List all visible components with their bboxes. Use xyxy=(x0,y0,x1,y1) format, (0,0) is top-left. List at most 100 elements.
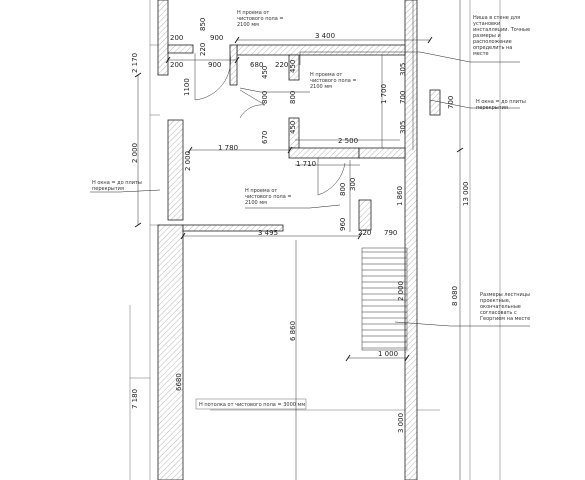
dim-3495: 3 495 xyxy=(258,229,278,237)
left-wall-upper xyxy=(157,0,169,76)
dim-790: 790 xyxy=(384,229,397,237)
wall-bathroom-stub xyxy=(288,54,300,81)
dim-1860: 1 860 xyxy=(396,186,404,206)
notes: Ниша в стене для установки инсталляции. … xyxy=(92,10,530,410)
wall-room-top xyxy=(182,224,284,232)
note-window-right: Н окна = до плиты перекрытия xyxy=(476,99,526,111)
note-door-low: Н проема от чистового пола = 2100 мм xyxy=(245,188,292,206)
dim-700-a: 700 xyxy=(399,91,407,104)
svg-text:Н проема от: Н проема от xyxy=(237,10,269,16)
left-wall-lower xyxy=(157,224,184,480)
dim-1710: 1 710 xyxy=(296,160,316,168)
dim-900-b: 900 xyxy=(208,61,221,69)
dim-220-a: 220 xyxy=(199,43,207,56)
wall-stair-top xyxy=(358,199,372,231)
wall-left-stub xyxy=(167,44,194,54)
svg-text:Н окна = до плиты: Н окна = до плиты xyxy=(476,99,526,105)
dim-1700: 1 700 xyxy=(380,84,388,104)
note-niche: Ниша в стене для установки инсталляции. … xyxy=(473,15,530,57)
svg-text:перекрытия: перекрытия xyxy=(92,186,124,192)
svg-text:чистового пола =: чистового пола = xyxy=(245,194,292,200)
dim-200-b: 200 xyxy=(170,61,183,69)
dim-1780: 1 780 xyxy=(218,144,238,152)
dim-13000: 13 000 xyxy=(462,182,470,207)
svg-text:инсталляции. Точные: инсталляции. Точные xyxy=(473,27,530,33)
door-swings xyxy=(194,52,346,196)
dim-1100: 1100 xyxy=(183,78,191,96)
dim-1000: 1 000 xyxy=(378,350,398,358)
dim-305-b: 305 xyxy=(399,121,407,134)
dim-670: 670 xyxy=(261,131,269,144)
dim-2000-stair: 2 000 xyxy=(397,281,405,301)
svg-text:Н окна = до плиты: Н окна = до плиты xyxy=(92,180,142,186)
note-stairs: Размеры лестницы проектные, окончательны… xyxy=(480,292,530,322)
extension-lines xyxy=(129,0,501,480)
dim-200-a: 200 xyxy=(170,34,183,42)
dim-2000-left: 2 000 xyxy=(131,143,139,163)
note-door-top: Н проема от чистового пола = 2100 мм xyxy=(237,10,284,28)
dim-220-c: 220 xyxy=(358,229,371,237)
svg-text:расположение: расположение xyxy=(473,39,512,45)
svg-text:перекрытия: перекрытия xyxy=(476,105,508,111)
dim-700-b: 700 xyxy=(447,96,455,109)
svg-text:проектные,: проектные, xyxy=(480,298,511,304)
note-window-left: Н окна = до плиты перекрытия xyxy=(92,180,142,192)
walls xyxy=(157,0,441,480)
dim-6860: 6 860 xyxy=(289,321,297,341)
dim-8080: 8 080 xyxy=(451,286,459,306)
dim-2170: 2 170 xyxy=(131,53,139,73)
svg-text:чистового пола =: чистового пола = xyxy=(310,78,357,84)
svg-text:2100 мм: 2100 мм xyxy=(310,84,332,90)
svg-text:окончательные: окончательные xyxy=(480,304,521,310)
svg-text:чистового пола =: чистового пола = xyxy=(237,16,284,22)
dim-450-a: 450 xyxy=(261,66,269,79)
dim-680: 680 xyxy=(250,61,263,69)
dim-450-b: 450 xyxy=(289,60,297,73)
dim-800-c: 800 xyxy=(339,183,347,196)
svg-text:Н потолка от чистового пола =: Н потолка от чистового пола = 3000 мм xyxy=(199,402,305,408)
staircase xyxy=(361,247,408,351)
svg-text:месте: месте xyxy=(473,51,489,57)
svg-text:Н проема от: Н проема от xyxy=(310,72,342,78)
dim-800-a: 800 xyxy=(261,91,269,104)
svg-text:Ниша в стене для: Ниша в стене для xyxy=(473,15,520,21)
door-swing-bath xyxy=(239,89,266,119)
note-ceiling: Н потолка от чистового пола = 3000 мм xyxy=(195,398,307,410)
dimension-labels: 3 400 850 200 200 220 900 900 680 220 45… xyxy=(131,18,470,433)
dim-6680: 6680 xyxy=(175,373,183,391)
dim-2500: 2 500 xyxy=(338,137,358,145)
dimension-ticks xyxy=(134,36,464,362)
svg-text:размеры и: размеры и xyxy=(473,33,501,39)
svg-text:Размеры лестницы: Размеры лестницы xyxy=(480,292,530,298)
dimension-lines xyxy=(137,0,461,480)
wall-corridor-bottom xyxy=(288,147,360,159)
svg-text:2100 мм: 2100 мм xyxy=(245,200,267,206)
note-door-mid: Н проема от чистового пола = 2100 мм xyxy=(310,72,357,90)
dim-3400: 3 400 xyxy=(315,32,335,40)
door-swing-entry xyxy=(194,52,231,101)
dim-300: 300 xyxy=(349,178,357,191)
dim-960: 960 xyxy=(339,218,347,231)
left-wall-middle xyxy=(167,119,184,221)
dim-850: 850 xyxy=(199,18,207,31)
wall-corridor-right xyxy=(358,147,406,159)
svg-text:Георгием на месте: Георгием на месте xyxy=(480,316,530,322)
svg-text:2100 мм: 2100 мм xyxy=(237,22,259,28)
svg-text:согласовать с: согласовать с xyxy=(480,310,517,316)
dim-305-a: 305 xyxy=(399,63,407,76)
leader-lines xyxy=(90,51,530,327)
dim-7180: 7 180 xyxy=(131,389,139,409)
dim-2000-right: 2 000 xyxy=(184,151,192,171)
dim-450-c: 450 xyxy=(289,121,297,134)
wall-bathroom-left xyxy=(229,44,238,86)
window-right-jamb xyxy=(429,89,441,116)
svg-text:определить на: определить на xyxy=(473,45,512,51)
dim-900-a: 900 xyxy=(210,34,223,42)
svg-text:Н проема от: Н проема от xyxy=(245,188,277,194)
dim-220-b: 220 xyxy=(275,61,288,69)
dim-3000: 3 000 xyxy=(397,413,405,433)
wall-top-horizontal xyxy=(236,44,406,56)
dim-800-b: 800 xyxy=(289,91,297,104)
door-swing-corridor xyxy=(317,158,346,196)
